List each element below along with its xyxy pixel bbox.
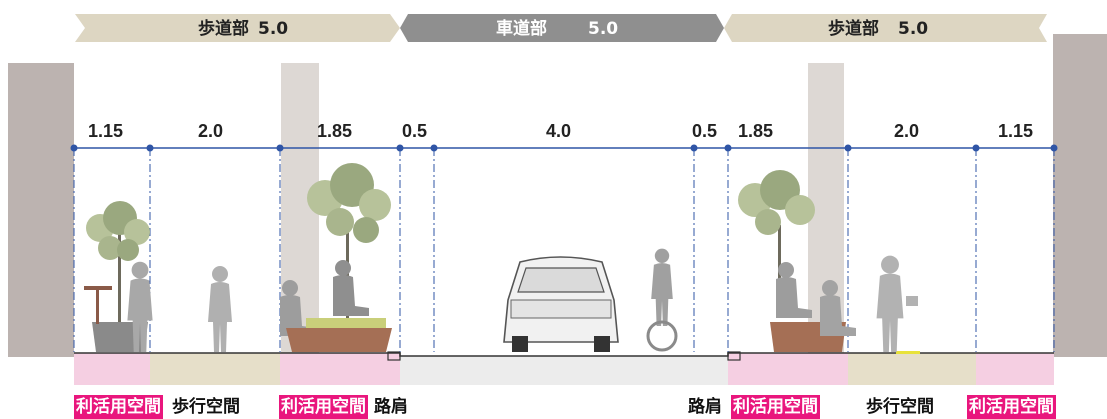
briefcase-icon xyxy=(906,296,918,306)
cafe-table xyxy=(84,286,112,290)
usage-zone-4 xyxy=(976,353,1054,385)
tactile-paving xyxy=(896,351,920,354)
roadway-header-value: 5.0 xyxy=(588,19,618,39)
dimension-tick xyxy=(276,144,284,152)
person-icon xyxy=(208,266,232,352)
roadway-header xyxy=(400,14,724,42)
dim-label: 2.0 xyxy=(894,121,919,141)
sidewalk-header-right xyxy=(724,14,1047,42)
walking-zone-2 xyxy=(848,353,976,385)
bench-planter-left xyxy=(286,328,392,352)
tree-left-1 xyxy=(86,201,150,322)
dimension-tick xyxy=(690,144,698,152)
dimension-tick xyxy=(724,144,732,152)
car-icon xyxy=(503,256,619,352)
zone-label-usage: 利活用空間 xyxy=(279,395,368,419)
cyclist-icon xyxy=(646,248,678,352)
zone-label-shoulder: 路肩 xyxy=(688,397,722,417)
dim-label: 1.15 xyxy=(998,121,1033,141)
dim-label: 0.5 xyxy=(402,121,427,141)
walking-zone-1 xyxy=(150,353,280,385)
sidewalk-header-right-value: 5.0 xyxy=(898,19,928,39)
usage-zone-2 xyxy=(280,353,400,385)
sidewalk-header-left-label: 歩道部 xyxy=(198,18,249,39)
ground-line xyxy=(74,352,1054,357)
person-icon xyxy=(333,260,369,316)
planter-greenery-left xyxy=(306,318,386,328)
sidewalk-header-right-label: 歩道部 xyxy=(828,18,879,39)
zone-label-shoulder: 路肩 xyxy=(374,397,408,417)
zone-label-walking: 歩行空間 xyxy=(172,397,240,417)
dimension-tick xyxy=(146,144,154,152)
curb-right xyxy=(727,351,741,361)
dimension-tick xyxy=(396,144,404,152)
tree-right-1 xyxy=(738,170,815,317)
zone-label-usage: 利活用空間 xyxy=(967,395,1056,419)
dim-label: 1.15 xyxy=(88,121,123,141)
sidewalk-header-left xyxy=(75,14,400,42)
dim-label: 0.5 xyxy=(692,121,717,141)
dimension-marks xyxy=(70,144,1058,352)
sidewalk-header-left-value: 5.0 xyxy=(258,19,288,39)
dimension-tick xyxy=(844,144,852,152)
dim-label: 1.85 xyxy=(738,121,773,141)
tree-left-2 xyxy=(307,163,391,325)
dimension-labels: 1.15 2.0 1.85 0.5 4.0 0.5 1.85 2.0 1.15 xyxy=(88,121,1033,141)
person-icon xyxy=(776,262,812,318)
roadway-header-label: 車道部 xyxy=(496,18,547,39)
dimension-tick xyxy=(70,144,78,152)
roadway-surface xyxy=(400,356,728,385)
curb-left xyxy=(387,351,401,361)
dimension-tick xyxy=(1050,144,1058,152)
zone-label-usage: 利活用空間 xyxy=(731,395,820,419)
cafe-table-leg xyxy=(96,290,99,324)
usage-zone-3 xyxy=(728,353,848,385)
zone-label-walking: 歩行空間 xyxy=(866,397,934,417)
building-right xyxy=(1053,34,1107,357)
building-left xyxy=(8,63,74,357)
dimension-tick xyxy=(972,144,980,152)
dim-label: 2.0 xyxy=(198,121,223,141)
usage-zone-1 xyxy=(74,353,150,385)
person-icon xyxy=(876,255,904,352)
zone-label-usage: 利活用空間 xyxy=(74,395,163,419)
dim-label: 1.85 xyxy=(317,121,352,141)
dimension-tick xyxy=(430,144,438,152)
dim-label: 4.0 xyxy=(546,121,571,141)
